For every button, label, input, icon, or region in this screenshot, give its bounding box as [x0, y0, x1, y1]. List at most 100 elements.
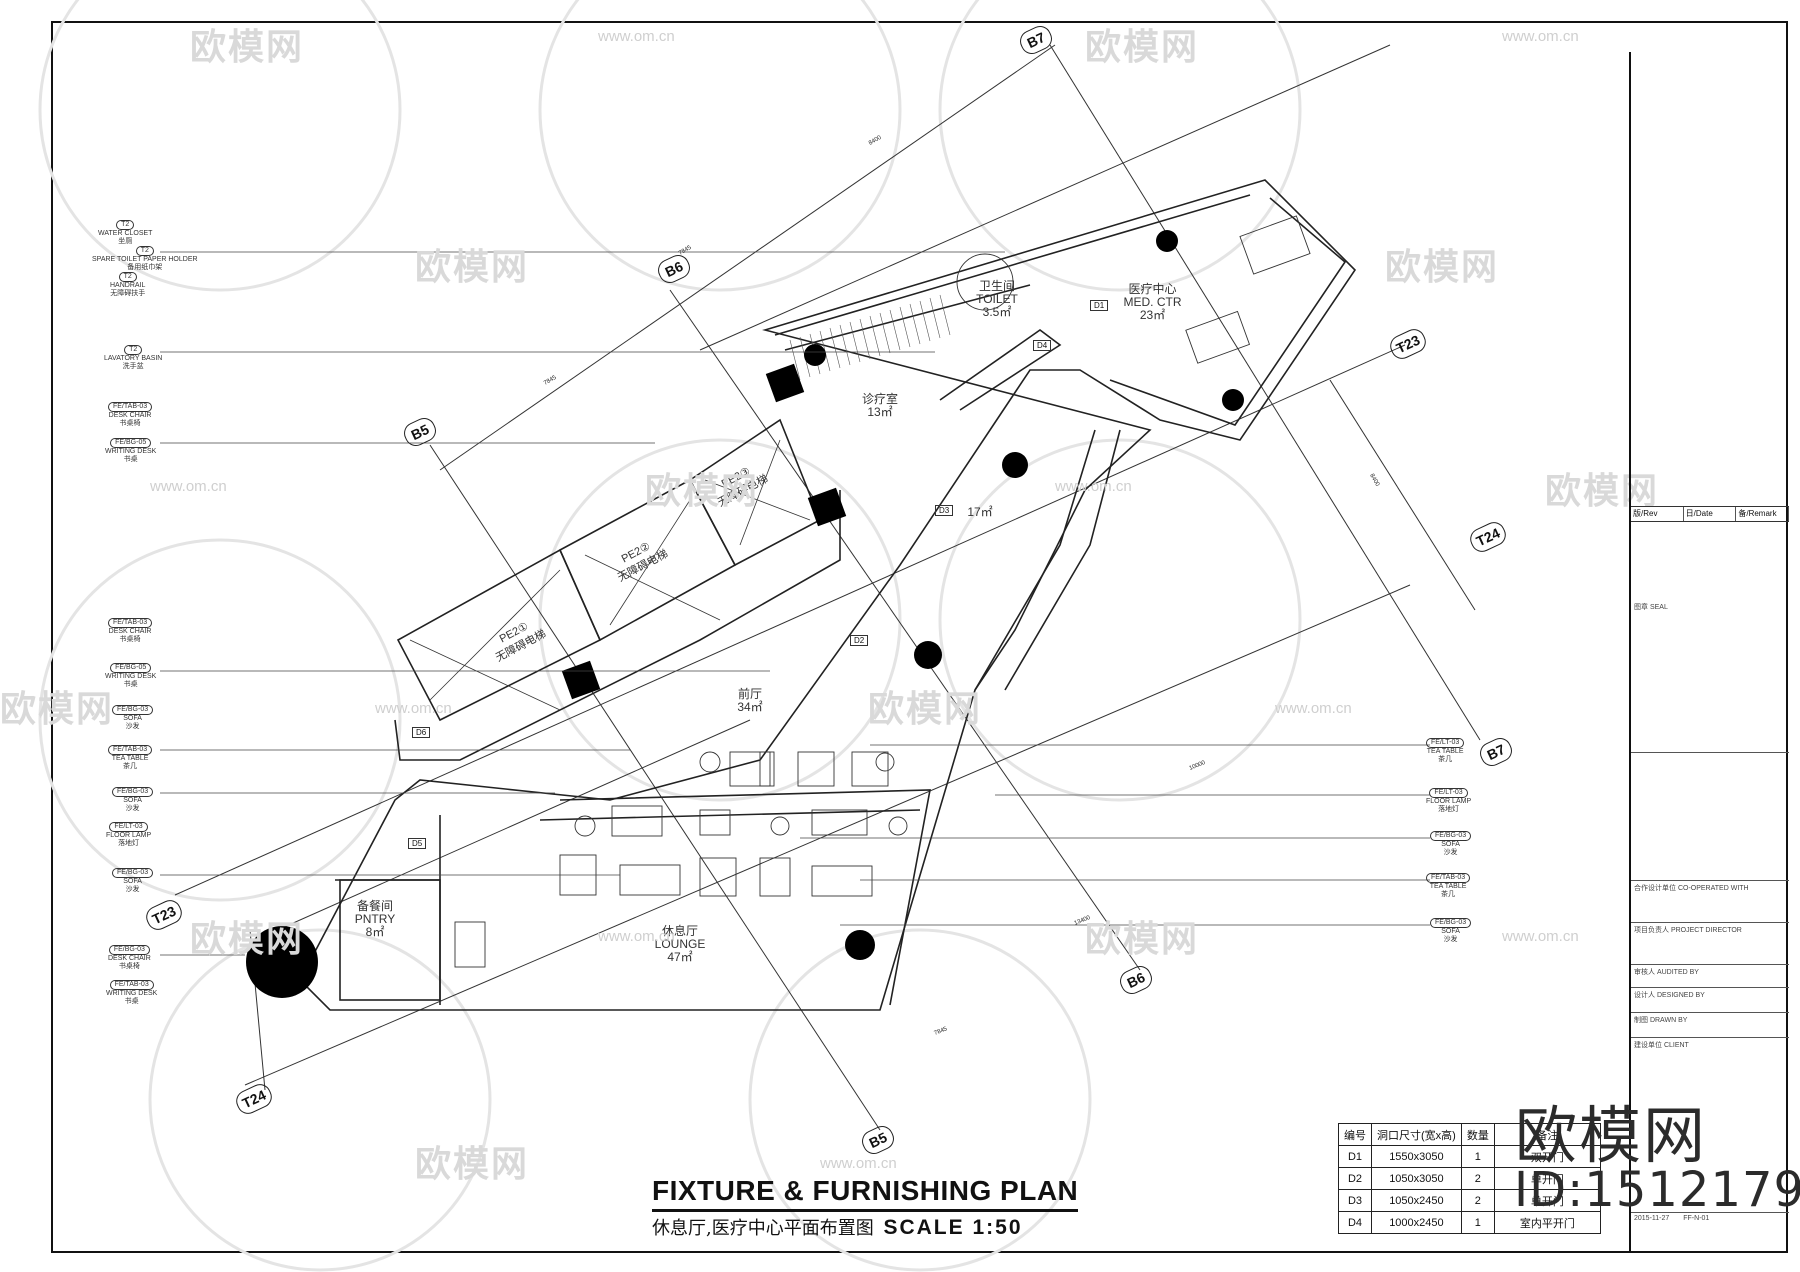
- ceiling-lights: [246, 230, 1244, 998]
- structural-columns: [561, 363, 847, 700]
- tb-client: 建设单位 CLIENT: [1631, 1037, 1789, 1052]
- annotation-cn: 书桌椅: [119, 420, 141, 427]
- remark-col: 备/Remark: [1736, 507, 1790, 521]
- annotation-cn: 书桌: [124, 998, 139, 1005]
- tb-row: [1631, 752, 1789, 757]
- table-cell: D4: [1338, 1211, 1372, 1234]
- watermark-url: www.om.cn: [150, 478, 227, 495]
- table-cell: 室内平开门: [1493, 1211, 1601, 1234]
- furniture: [454, 215, 1311, 968]
- table-cell: 1050x2450: [1371, 1189, 1462, 1212]
- table-cell: 单开门: [1493, 1189, 1601, 1212]
- annotation-tag: FE/TAB-03: [108, 745, 153, 755]
- annotation-cn: 沙发: [125, 805, 140, 812]
- annotation-tag: FE/LT-03: [109, 822, 148, 832]
- annotation-tag: FE/BG-05: [110, 663, 152, 673]
- door-tag: D4: [1033, 340, 1052, 351]
- room-name-cn: 备餐间: [356, 899, 393, 913]
- table-row: D3 1050x2450 2 单开门: [1338, 1189, 1601, 1212]
- door-tag: D1: [1090, 300, 1109, 311]
- watermark-url: www.om.cn: [1275, 700, 1352, 717]
- tb-date: 2015-11-27: [1634, 1215, 1670, 1222]
- annotation-cn: 沙发: [1443, 849, 1458, 856]
- annotation-cn: 书桌椅: [119, 636, 141, 643]
- annotation-tag: FE/BG-03: [108, 945, 150, 955]
- rev-col: 版/Rev: [1631, 507, 1684, 521]
- title-block: 版/Rev 日/Date 备/Remark 图章 SEAL 合作设计单位 CO-…: [1629, 52, 1790, 1252]
- room-lobby: 前厅 34㎡: [720, 688, 780, 714]
- annotation-en: SOFA: [123, 715, 142, 722]
- annotation-cn: 茶几: [123, 763, 138, 770]
- annotation-en: DESK CHAIR: [108, 628, 152, 635]
- annotation-tag: FE/BG-03: [112, 705, 154, 715]
- annotation-tag: T2: [118, 272, 137, 282]
- tb-project-director: 项目负责人 PROJECT DIRECTOR: [1631, 922, 1789, 937]
- tb-cooperated: 合作设计单位 CO-OPERATED WITH: [1631, 880, 1789, 895]
- room-name-cn: 诊疗室: [861, 392, 898, 406]
- annotation-cn: 洗手盆: [122, 363, 144, 370]
- table-header: 洞口尺寸(宽x高): [1371, 1123, 1462, 1146]
- room-area: 13㎡: [867, 405, 893, 419]
- table-cell: D1: [1338, 1145, 1372, 1168]
- revision-header: 版/Rev 日/Date 备/Remark: [1631, 506, 1790, 522]
- room-area: 34㎡: [737, 700, 763, 714]
- plan-title-cn-row: 休息厅,医疗中心平面布置图 SCALE 1:50: [652, 1209, 1079, 1240]
- annotation-cn: 沙发: [125, 723, 140, 730]
- tb-drawing-no: FF-N-01: [1683, 1215, 1710, 1222]
- annotation-tag: T2: [116, 220, 135, 230]
- svg-text:8400: 8400: [868, 135, 883, 147]
- room-lounge: 休息厅 LOUNGE 47㎡: [640, 925, 720, 964]
- annotation-en: SOFA: [123, 878, 142, 885]
- table-cell: 1000x2450: [1371, 1211, 1462, 1234]
- brand-watermark: 欧模网: [1515, 1099, 1708, 1172]
- tb-designed: 设计人 DESIGNED BY: [1631, 987, 1789, 1002]
- annotation-en: TEA TABLE: [111, 755, 149, 762]
- watermark-brand: 欧模网: [645, 471, 760, 512]
- annotation-cn: 备用纸巾架: [127, 264, 163, 271]
- room-medical-center: 医疗中心 MED. CTR 23㎡: [1115, 283, 1190, 322]
- table-cell: 2: [1460, 1189, 1495, 1212]
- annotation-en: WRITING DESK: [105, 448, 157, 455]
- watermark-brand: 欧模网: [868, 689, 983, 730]
- watermark-url: www.om.cn: [598, 928, 675, 945]
- annotation-cn: 落地灯: [118, 840, 140, 847]
- annotation-en: LAVATORY BASIN: [104, 355, 163, 362]
- date-col: 日/Date: [1684, 507, 1737, 521]
- elevator-shafts: [409, 439, 811, 711]
- watermark-brand: 欧模网: [190, 919, 305, 960]
- annotation-en: SPARE TOILET PAPER HOLDER: [92, 256, 198, 263]
- annotation-cn: 坐厕: [118, 238, 133, 245]
- room-name-en: MED. CTR: [1123, 295, 1182, 309]
- room-toilet: 卫生间 TOILET 3.5㎡: [962, 280, 1032, 319]
- room-pantry: 备餐间 PNTRY 8㎡: [340, 900, 410, 939]
- tb-drawn: 制图 DRAWN BY: [1631, 1012, 1789, 1027]
- room-corridor: 17㎡: [955, 506, 1005, 519]
- room-area: 8㎡: [365, 925, 385, 939]
- watermark-brand: 欧模网: [415, 247, 530, 288]
- annotation-cn: 书桌: [123, 681, 138, 688]
- svg-text:7845: 7845: [543, 375, 558, 387]
- door-tag: D3: [935, 505, 954, 516]
- annotation-en: HANDRAIL: [110, 282, 146, 289]
- door-tag: D5: [408, 838, 427, 849]
- plan-scale: SCALE 1:50: [883, 1216, 1023, 1239]
- building-walls: [299, 179, 1357, 1011]
- annotation-en: SOFA: [123, 797, 142, 804]
- door-tag: D2: [850, 635, 869, 646]
